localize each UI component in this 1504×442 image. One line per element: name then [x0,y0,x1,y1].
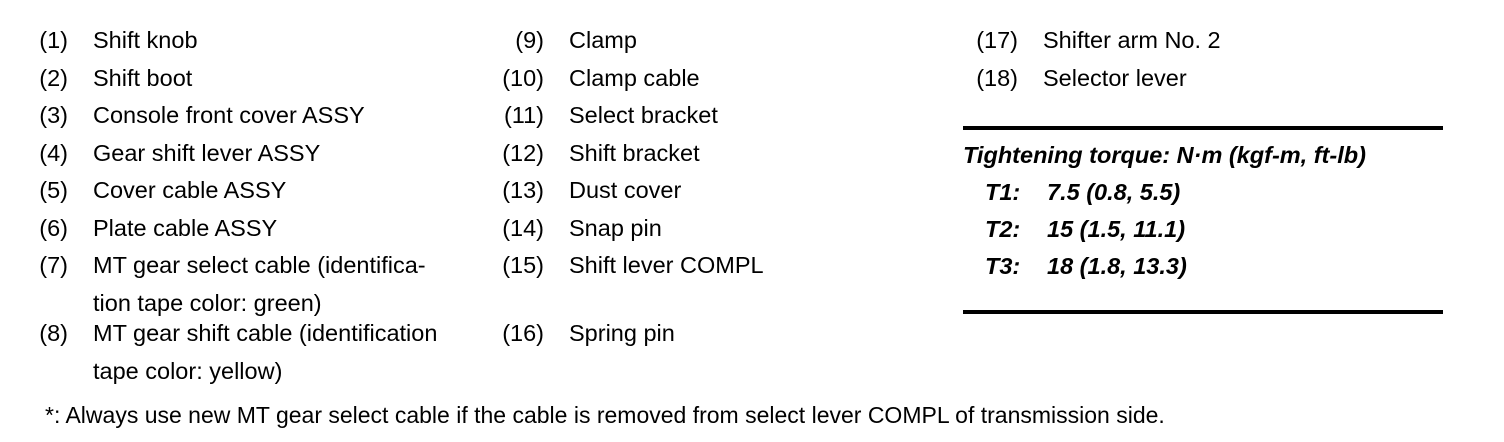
part-row: (14) Snap pin [476,210,662,248]
torque-key: T1: [985,179,1021,205]
part-row: (2) Shift boot [0,60,192,98]
part-row: (7) MT gear select cable (identifica- ti… [0,247,426,322]
torque-value: 18 (1.8, 13.3) [1047,253,1187,279]
part-number: (4) [39,139,68,166]
part-row: (9) Clamp [476,22,637,60]
part-label: Plate cable ASSY [93,214,278,241]
part-row: (13) Dust cover [476,172,681,210]
torque-value: 7.5 (0.8, 5.5) [1047,179,1181,205]
part-number: (15) [502,252,544,278]
part-number: (9) [515,27,544,53]
part-row: (12) Shift bracket [476,135,700,173]
part-label: Selector lever [1043,64,1187,91]
part-row: (15) Shift lever COMPL [476,247,764,285]
part-number: (14) [502,214,544,241]
part-label: Spring pin [569,320,675,346]
part-number: (10) [502,64,544,91]
part-label: Select bracket [569,102,718,128]
part-number: (6) [39,214,68,241]
part-row: (17) Shifter arm No. 2 [950,22,1221,60]
torque-table-heading: Tightening torque: N·m (kgf-m, ft-lb) [963,142,1366,168]
part-number: (18) [976,64,1018,91]
part-row: (1) Shift knob [0,22,198,60]
part-label: Dust cover [569,177,682,203]
part-row: (10) Clamp cable [476,60,700,98]
part-number: (17) [976,27,1018,53]
part-label: Shift lever COMPL [569,252,764,278]
part-row: (8) MT gear shift cable (identification … [0,315,437,390]
part-number: (2) [39,64,68,91]
part-number: (11) [503,102,544,128]
part-row: (11) Select bracket [476,97,718,135]
torque-value: 15 (1.5, 11.1) [1047,216,1186,242]
tightening-torque-table: Tightening torque: N·m (kgf-m, ft-lb) T1… [963,126,1443,314]
part-label: Cover cable ASSY [93,177,287,203]
part-number: (13) [502,177,544,203]
part-row: (3) Console front cover ASSY [0,97,365,135]
part-number: (1) [39,27,68,53]
part-label: Shift knob [93,27,198,53]
torque-key: T3: [985,253,1021,279]
part-label: MT gear select cable (identifica- tion t… [93,252,426,316]
part-number: (12) [502,139,544,166]
torque-row: T3: 18 (1.8, 13.3) [963,248,1443,285]
part-label: Snap pin [569,214,662,241]
part-number: (7) [39,252,68,278]
part-number: (16) [502,320,544,346]
part-label: Console front cover ASSY [93,102,365,128]
part-label: Shift bracket [569,139,700,166]
part-label: Shift boot [93,64,193,91]
part-label: MT gear shift cable (identification tape… [93,320,438,384]
part-number: (3) [39,102,68,128]
torque-row: T1: 7.5 (0.8, 5.5) [963,174,1443,211]
part-row: (6) Plate cable ASSY [0,210,277,248]
part-label: Shifter arm No. 2 [1043,27,1221,53]
table-bottom-rule [963,310,1443,314]
part-label: Clamp cable [569,64,700,91]
part-number: (8) [39,320,68,346]
table-top-rule [963,126,1443,130]
part-number: (5) [39,177,68,203]
part-row: (16) Spring pin [476,315,675,353]
part-label: Gear shift lever ASSY [93,139,321,166]
torque-key: T2: [985,216,1021,242]
footnote-text: *: Always use new MT gear select cable i… [45,402,1165,428]
part-row: (18) Selector lever [950,60,1187,98]
part-label: Clamp [569,27,637,53]
part-row: (4) Gear shift lever ASSY [0,135,320,173]
torque-row: T2: 15 (1.5, 11.1) [963,211,1443,248]
part-row: (5) Cover cable ASSY [0,172,286,210]
